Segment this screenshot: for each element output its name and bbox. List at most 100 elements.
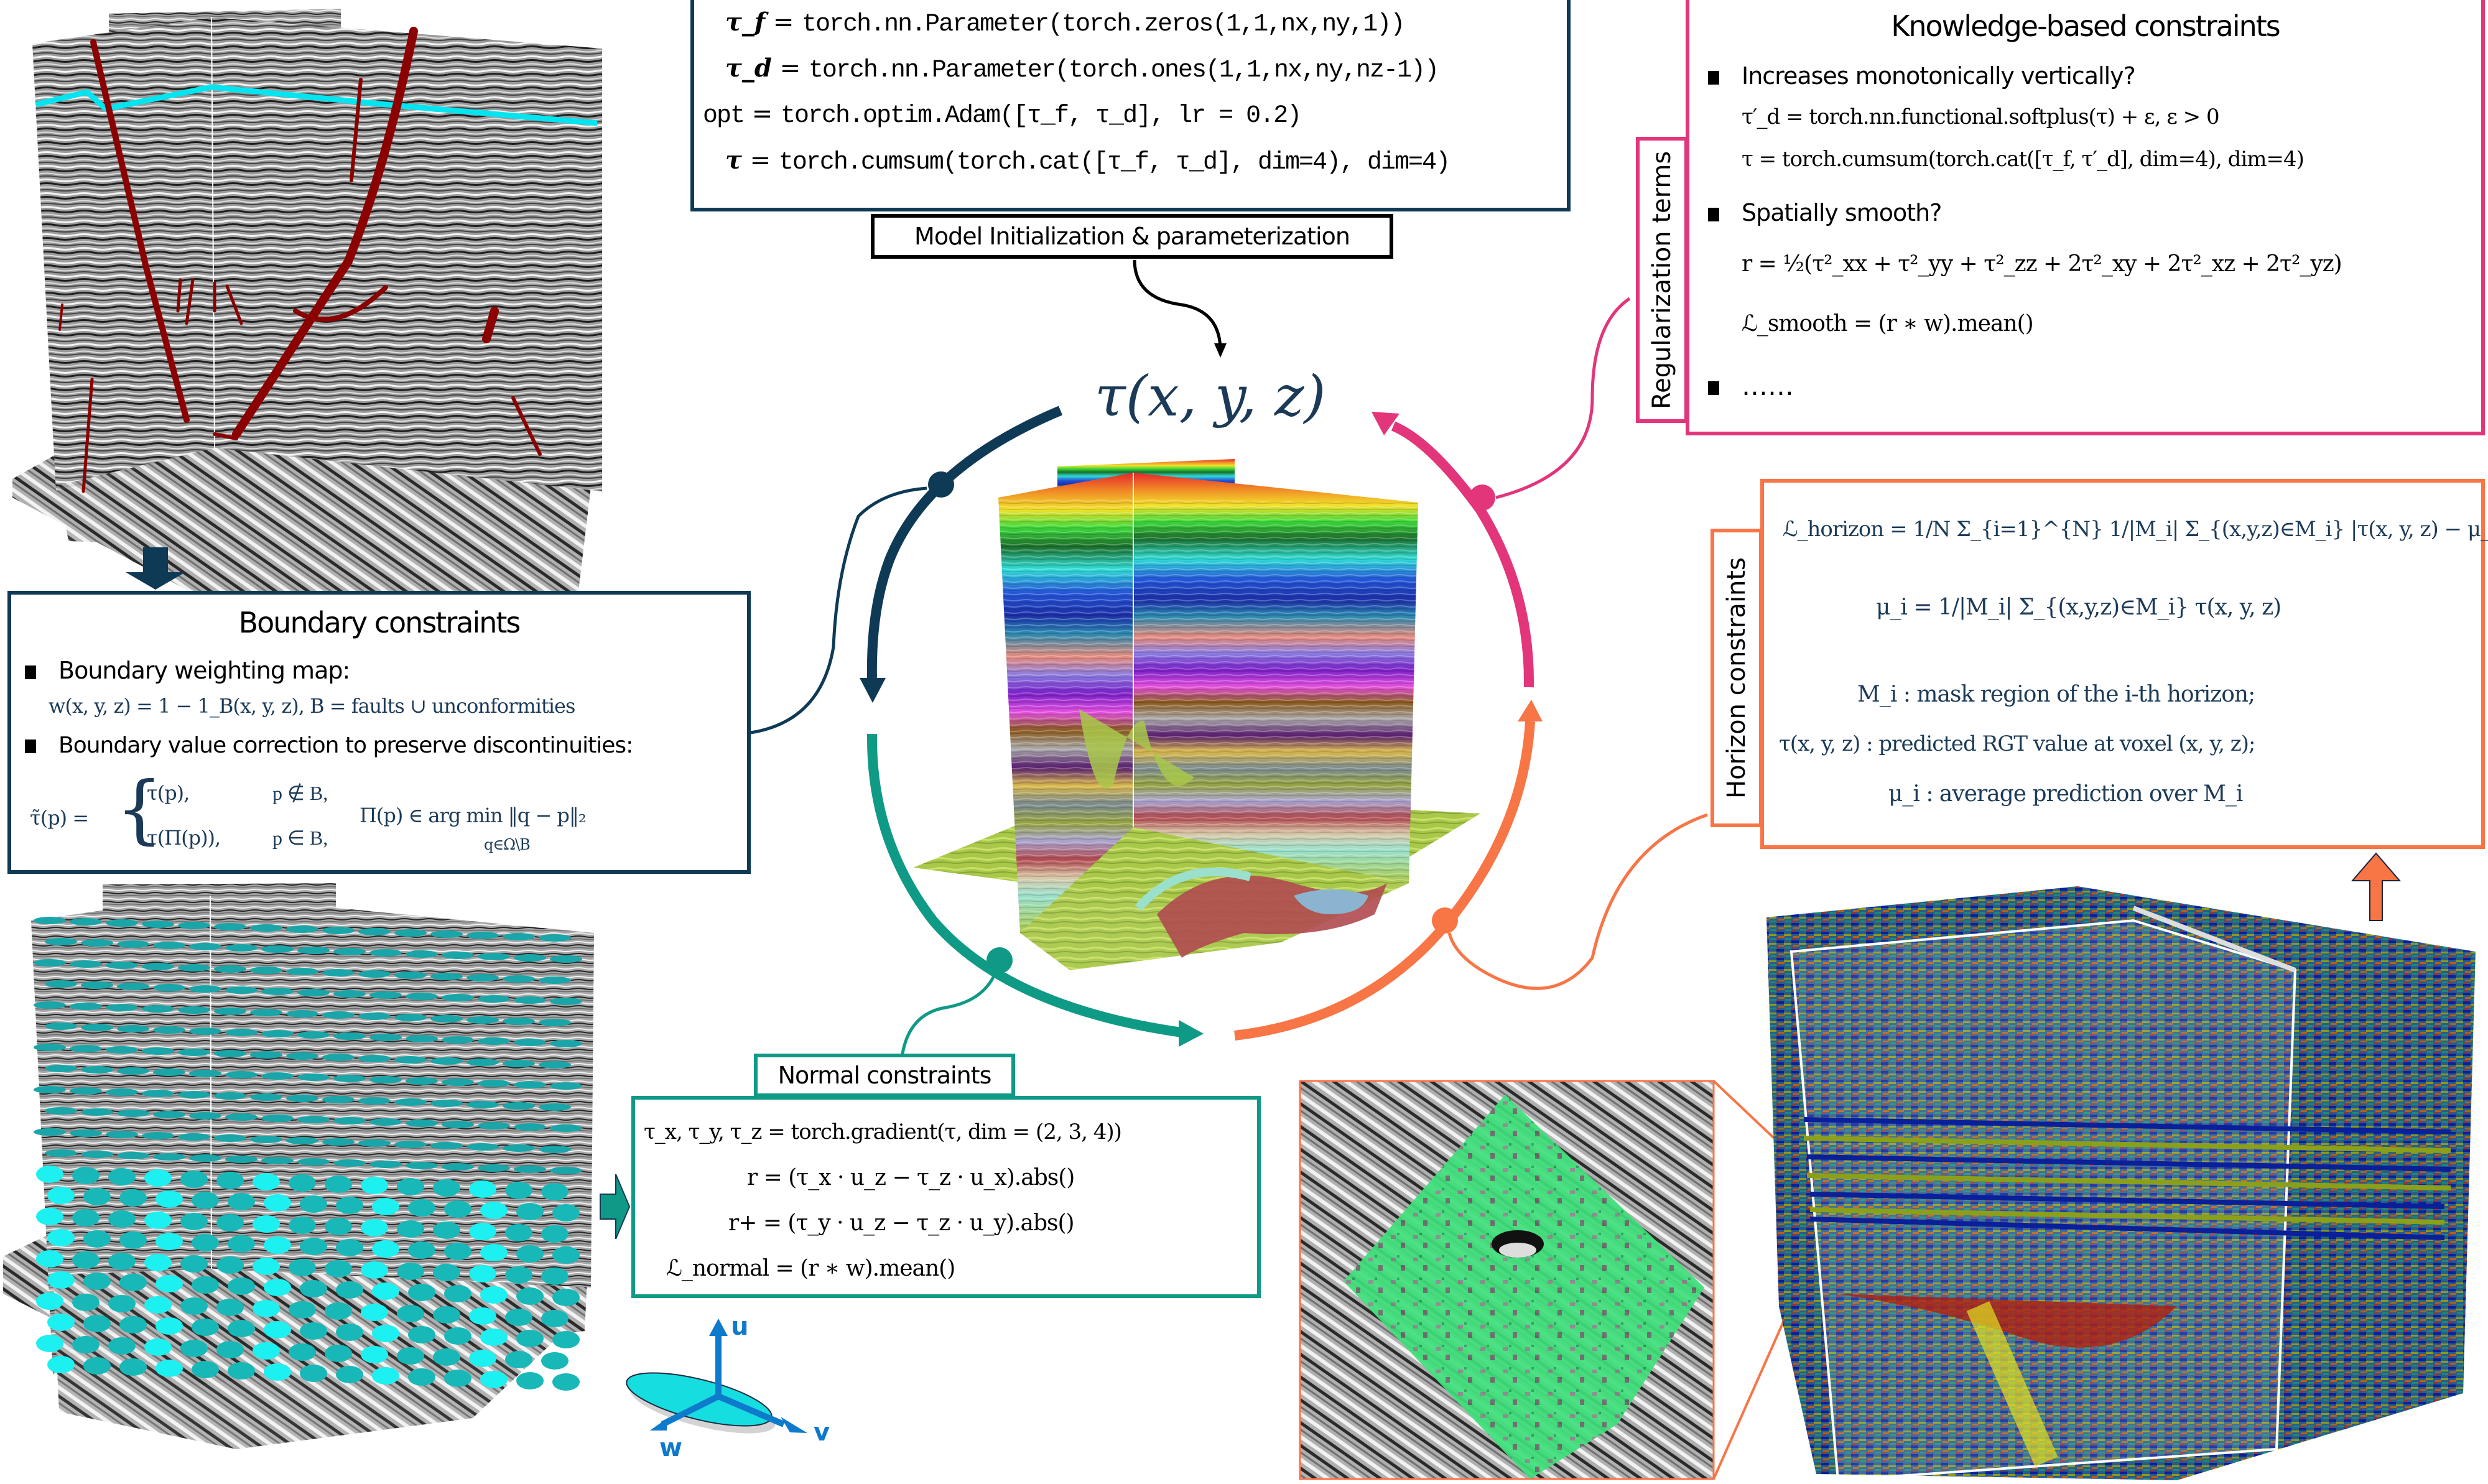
axis-label-w: w [659, 1434, 682, 1462]
normal-disk [394, 1098, 427, 1106]
normal-disk [297, 989, 330, 996]
normal-disk [289, 1259, 316, 1276]
normal-disk [539, 1146, 571, 1153]
normal-disk [153, 984, 185, 991]
normal-disk [516, 1372, 544, 1389]
rgt-function-label: τ(x, y, z) [1095, 364, 1326, 429]
normal-disk [180, 1340, 208, 1357]
normal-disk [539, 934, 571, 942]
normal-disk [397, 1305, 424, 1322]
normal-disk [333, 1159, 366, 1167]
normal-disk [106, 1004, 138, 1011]
knowledge-formula-r: r = ½(τ²_xx + τ²_yy + τ²_zz + 2τ²_xy + 2… [1742, 251, 2342, 277]
normal-disk [480, 1329, 508, 1346]
normal-disk [430, 973, 463, 980]
normal-disk [34, 917, 66, 924]
right-arrow [600, 1174, 631, 1240]
normal-disk [119, 1316, 147, 1333]
normal-disk [503, 975, 535, 983]
normal-disk [552, 1246, 580, 1264]
boundary-item-weighting: Boundary weighting map: [25, 657, 350, 684]
normal-disk [372, 1325, 399, 1342]
normal-disk [552, 1204, 580, 1222]
node-boundary [928, 471, 954, 498]
knowledge-formula-softplus: τ′_d = torch.nn.functional.softplus(τ) +… [1742, 104, 2220, 129]
normal-disk [36, 1250, 63, 1268]
normal-disk [503, 1144, 535, 1152]
normal-disk [119, 1231, 147, 1249]
normal-disk [322, 1096, 355, 1103]
normal-disk [333, 1117, 366, 1125]
normal-disk [541, 1183, 569, 1200]
normal-vector-disks [34, 917, 582, 1391]
normal-disk [72, 1209, 100, 1227]
normal-disk [189, 1027, 221, 1035]
model-init-line-1: τ_f = torch.nn.Parameter(torch.zeros(1,1… [725, 7, 1405, 39]
normal-disk [216, 1214, 244, 1231]
normal-disk [106, 1046, 138, 1054]
normal-disk [178, 1049, 210, 1056]
normal-disk [430, 1015, 463, 1023]
arc-normal [866, 733, 1183, 1037]
model-init-line-4: τ = torch.cumsum(torch.cat([τ_f, τ_d], d… [725, 146, 1451, 177]
normal-disk [480, 1286, 508, 1304]
normal-disk [180, 1213, 208, 1230]
normal-disk [156, 1233, 183, 1250]
normal-disk [178, 1006, 210, 1014]
normal-disk [300, 1195, 327, 1213]
normal-disk [253, 1215, 280, 1233]
normal-disk [358, 1139, 391, 1147]
normal-disk [466, 932, 499, 939]
normal-disk [361, 1261, 388, 1279]
normal-disk [36, 1166, 63, 1183]
normal-disk [478, 1164, 510, 1172]
knowledge-item-smooth: Spatially smooth? [1708, 199, 1942, 226]
normal-disk [433, 1222, 460, 1239]
normal-disk [108, 1295, 136, 1312]
normal-disk [397, 1178, 424, 1195]
boundary-weighting-formula: w(x, y, z) = 1 − 1_B(x, y, z), B = fault… [49, 694, 575, 718]
normal-disk [119, 1189, 147, 1207]
normal-disk [505, 1182, 532, 1199]
normal-disk [442, 1163, 474, 1171]
normal-disk [361, 1346, 388, 1363]
normal-disk [336, 1366, 363, 1383]
normal-disk [253, 1173, 280, 1190]
normal-disk [178, 964, 210, 972]
model-init-arrowhead [1214, 343, 1227, 358]
normal-disk [297, 947, 330, 954]
normal-disk [480, 1244, 508, 1261]
normal-disk [433, 1264, 460, 1281]
normal-disk [336, 1324, 363, 1341]
normal-disk [214, 1092, 246, 1100]
normal-disk [286, 968, 318, 975]
normal-disk [214, 965, 246, 973]
normal-disk [261, 945, 294, 953]
seismic-normal-volume-image [3, 883, 594, 1449]
rgt-volume-image [913, 459, 1480, 970]
normal-title: Normal constraints [754, 1054, 1015, 1097]
normal-disk [34, 1128, 66, 1136]
normal-disk [216, 1256, 244, 1274]
normal-disk [261, 1030, 294, 1037]
normal-disk [34, 1044, 66, 1051]
node-regularization [1469, 485, 1495, 511]
normal-disk [253, 1342, 280, 1360]
normal-disk [369, 949, 402, 957]
fault-lines [58, 27, 542, 493]
normal-disk [47, 1187, 75, 1204]
normal-disk [34, 1001, 66, 1009]
normal-disk [514, 954, 546, 962]
horizon-def-rgt: τ(x, y, z) : predicted RGT value at voxe… [1779, 731, 2255, 756]
normal-disk [336, 1197, 363, 1214]
connector-boundary [750, 486, 927, 735]
normal-disk [322, 1011, 355, 1019]
seismic-fault-volume-image [12, 9, 602, 610]
normal-disk [406, 1162, 438, 1169]
normal-disk [408, 1284, 435, 1301]
normal-disk [433, 1348, 460, 1366]
normal-disk [81, 1151, 113, 1158]
normal-disk [289, 1174, 316, 1192]
normal-disk [322, 969, 355, 976]
normal-disk [250, 924, 282, 932]
